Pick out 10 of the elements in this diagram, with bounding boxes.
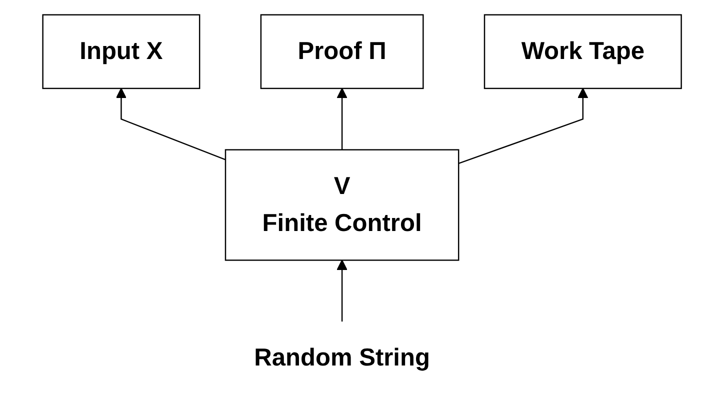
flowchart-drawing: Input X Proof Π Work Tape V Finite Control Random String: [33, 5, 692, 405]
arrow: [337, 88, 348, 150]
arrow: [337, 260, 348, 322]
node-box: [225, 149, 460, 261]
arrow: [116, 88, 226, 160]
node-box: [484, 14, 682, 90]
node-box: [260, 14, 424, 90]
node-text: Random String: [254, 344, 430, 372]
arrow: [458, 88, 589, 164]
node-box: [42, 14, 201, 90]
